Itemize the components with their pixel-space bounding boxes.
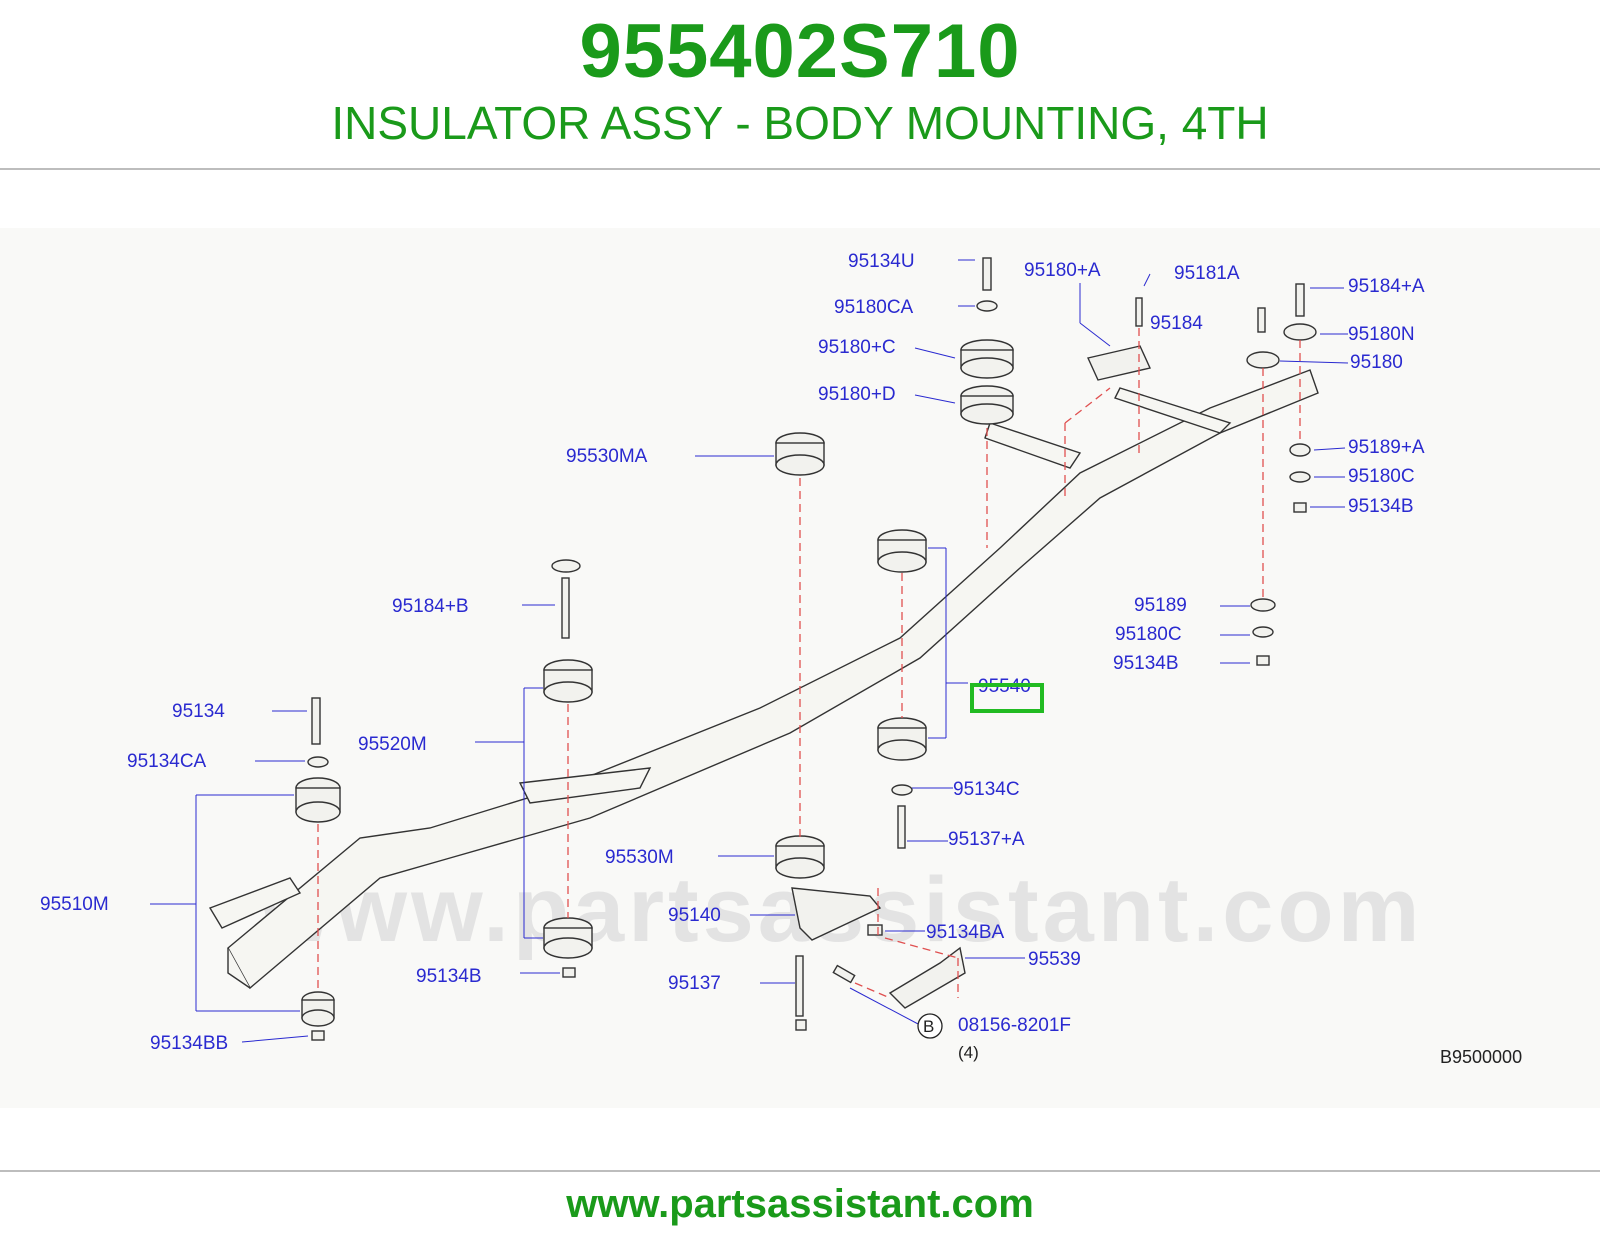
label-95184-plus-B[interactable]: 95184+B [392,596,469,617]
label-95539[interactable]: 95539 [1028,949,1081,970]
label-95189[interactable]: 95189 [1134,595,1187,616]
label-95137[interactable]: 95137 [668,973,721,994]
label-95181A[interactable]: 95181A [1174,263,1240,284]
label-95180-plus-C[interactable]: 95180+C [818,337,896,358]
frame-rail [227,369,1319,990]
label-95134B[interactable]: 95134B [1348,496,1414,517]
diagram-code: B9500000 [1440,1047,1523,1067]
header-divider [0,168,1600,170]
label-95180-plus-D[interactable]: 95180+D [818,384,896,405]
label-95134BB[interactable]: 95134BB [150,1033,229,1054]
label-95184[interactable]: 95184 [1150,313,1203,334]
label-95134B-low[interactable]: 95134B [416,966,482,987]
diagram-drawing [150,257,1349,1043]
label-95189-plus-A[interactable]: 95189+A [1348,437,1425,458]
label-95180[interactable]: 95180 [1350,352,1403,373]
page-header: 955402S710 INSULATOR ASSY - BODY MOUNTIN… [0,0,1600,170]
label-95530M[interactable]: 95530M [605,847,674,868]
footer-divider [0,1170,1600,1172]
label-95180C-mid[interactable]: 95180C [1115,624,1182,645]
label-95134C[interactable]: 95134C [953,779,1020,800]
footer-url[interactable]: www.partsassistant.com [566,1182,1034,1226]
callout-b: B [923,1017,935,1036]
label-08156-8201F[interactable]: 08156-8201F [958,1015,1072,1036]
label-95520M[interactable]: 95520M [358,734,427,755]
label-95180C[interactable]: 95180C [1348,466,1415,487]
label-95180N[interactable]: 95180N [1348,324,1415,345]
quantity-note: (4) [958,1043,979,1062]
label-95134CA[interactable]: 95134CA [127,751,207,772]
label-95510M[interactable]: 95510M [40,894,109,915]
label-95140[interactable]: 95140 [668,905,721,926]
part-name-subtitle: INSULATOR ASSY - BODY MOUNTING, 4TH [331,97,1269,149]
label-95137-plus-A[interactable]: 95137+A [948,829,1025,850]
cross-member [208,877,302,929]
label-95134BA[interactable]: 95134BA [926,922,1005,943]
label-95180-plus-A[interactable]: 95180+A [1024,260,1101,281]
label-95134[interactable]: 95134 [172,701,225,722]
label-95530MA[interactable]: 95530MA [566,446,648,467]
label-95180CA[interactable]: 95180CA [834,297,914,318]
label-95134U[interactable]: 95134U [848,251,915,272]
parts-diagram: www.partsassistant.com [0,228,1600,1108]
label-95134B-mid[interactable]: 95134B [1113,653,1179,674]
highlighted-part-box [970,683,1044,713]
label-95184-plus-A[interactable]: 95184+A [1348,276,1425,297]
part-number-title: 955402S710 [579,9,1021,94]
